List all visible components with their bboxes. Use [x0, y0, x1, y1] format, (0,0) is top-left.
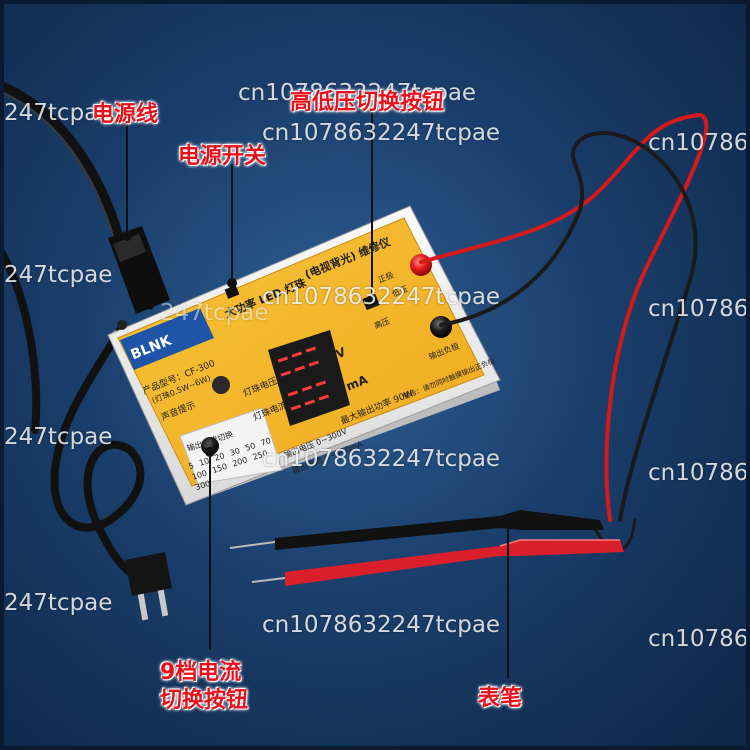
watermark-5: cn1078632247tcpae	[262, 120, 501, 146]
power-switch[interactable]	[224, 285, 240, 299]
watermark-9: cn10786	[648, 130, 749, 156]
speaker	[212, 376, 230, 394]
watermark-4: 247tcpae	[4, 590, 113, 616]
callout-current-button-line2: 切换按钮	[160, 688, 249, 713]
current-step-value: 150	[211, 461, 229, 476]
watermark-3: 247tcpae	[4, 424, 113, 450]
watermark-7: cn1078632247tcpae	[262, 446, 501, 472]
watermark-12: cn10786	[648, 626, 749, 652]
watermark-14: 247tcpae	[160, 300, 269, 326]
callout-current-button-line1: 9档电流	[160, 660, 242, 685]
power-cord-plug-end	[108, 226, 170, 314]
tester-device	[107, 205, 501, 506]
current-switch-area	[179, 407, 283, 485]
callout-leaders	[122, 108, 513, 678]
current-step-value: 30	[228, 446, 242, 458]
callout-power-switch: 电源开关	[178, 144, 267, 169]
watermark-13: cn1078632247tcpae	[238, 80, 477, 106]
watermark-8: cn1078632247tcpae	[262, 612, 501, 638]
led-display	[268, 330, 350, 426]
watermark-11: cn10786	[648, 460, 749, 486]
callout-probes: 表笔	[478, 686, 523, 711]
watermark-6: cn1078632247tcpae	[262, 284, 501, 310]
callout-power-cord: 电源线	[92, 102, 159, 127]
positive-terminal[interactable]	[410, 254, 432, 276]
current-step-value: 200	[231, 455, 249, 469]
test-probes	[229, 510, 624, 586]
brand-plate	[120, 308, 214, 370]
current-step-value: 50	[244, 441, 257, 453]
current-step-value: 20	[213, 451, 226, 463]
voltage-digits	[277, 346, 320, 377]
wall-plug	[125, 552, 172, 621]
current-step-value: 10	[197, 456, 211, 468]
watermark-1: 247tcpae	[4, 100, 113, 126]
callout-hi-lo-switch: 高低压切换按钮	[290, 90, 445, 115]
watermark-10: cn10786	[648, 296, 749, 322]
current-digits	[287, 380, 330, 411]
watermark-2: 247tcpae	[4, 262, 113, 288]
